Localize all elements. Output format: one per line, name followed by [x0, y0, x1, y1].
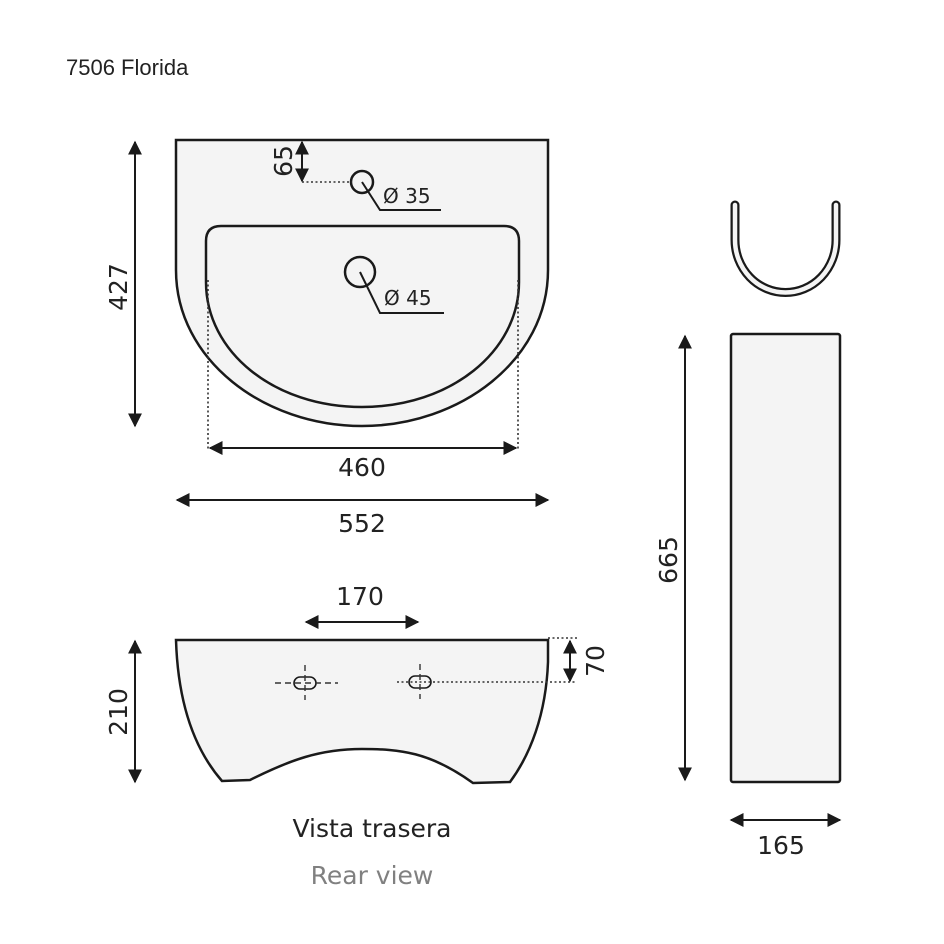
- fixing-slot-right: [408, 664, 432, 699]
- rear-outline: [174, 638, 550, 785]
- tap-offset-label: 65: [269, 145, 298, 177]
- basin-top-view: Ø 35 Ø 45 65 427 460 552: [104, 138, 550, 538]
- rear-height-label: 210: [104, 688, 133, 736]
- pedestal-width-label: 165: [757, 831, 805, 860]
- tap-hole-label: Ø 35: [383, 184, 431, 208]
- pedestal: 665 165: [654, 200, 842, 860]
- drain-hole-leader: [359, 271, 444, 314]
- fixing-slot-left: [275, 665, 338, 700]
- pedestal-front-view: [729, 332, 842, 784]
- product-title: 7506 Florida: [66, 55, 189, 80]
- pedestal-height-label: 665: [654, 536, 683, 584]
- bowl-width-label: 460: [338, 453, 386, 482]
- total-width-label: 552: [338, 509, 386, 538]
- tap-hole-leader: [361, 181, 441, 211]
- caption-english: Rear view: [311, 861, 434, 890]
- drain-hole-label: Ø 45: [384, 286, 432, 310]
- depth-label: 427: [104, 263, 133, 311]
- basin-bowl: [204, 224, 521, 409]
- fixing-spacing-label: 170: [336, 582, 384, 611]
- caption-spanish: Vista trasera: [293, 814, 452, 843]
- fixing-height-label: 70: [581, 645, 610, 677]
- basin-rear-view: 170 70 210 Vista trasera Rear view: [104, 582, 610, 890]
